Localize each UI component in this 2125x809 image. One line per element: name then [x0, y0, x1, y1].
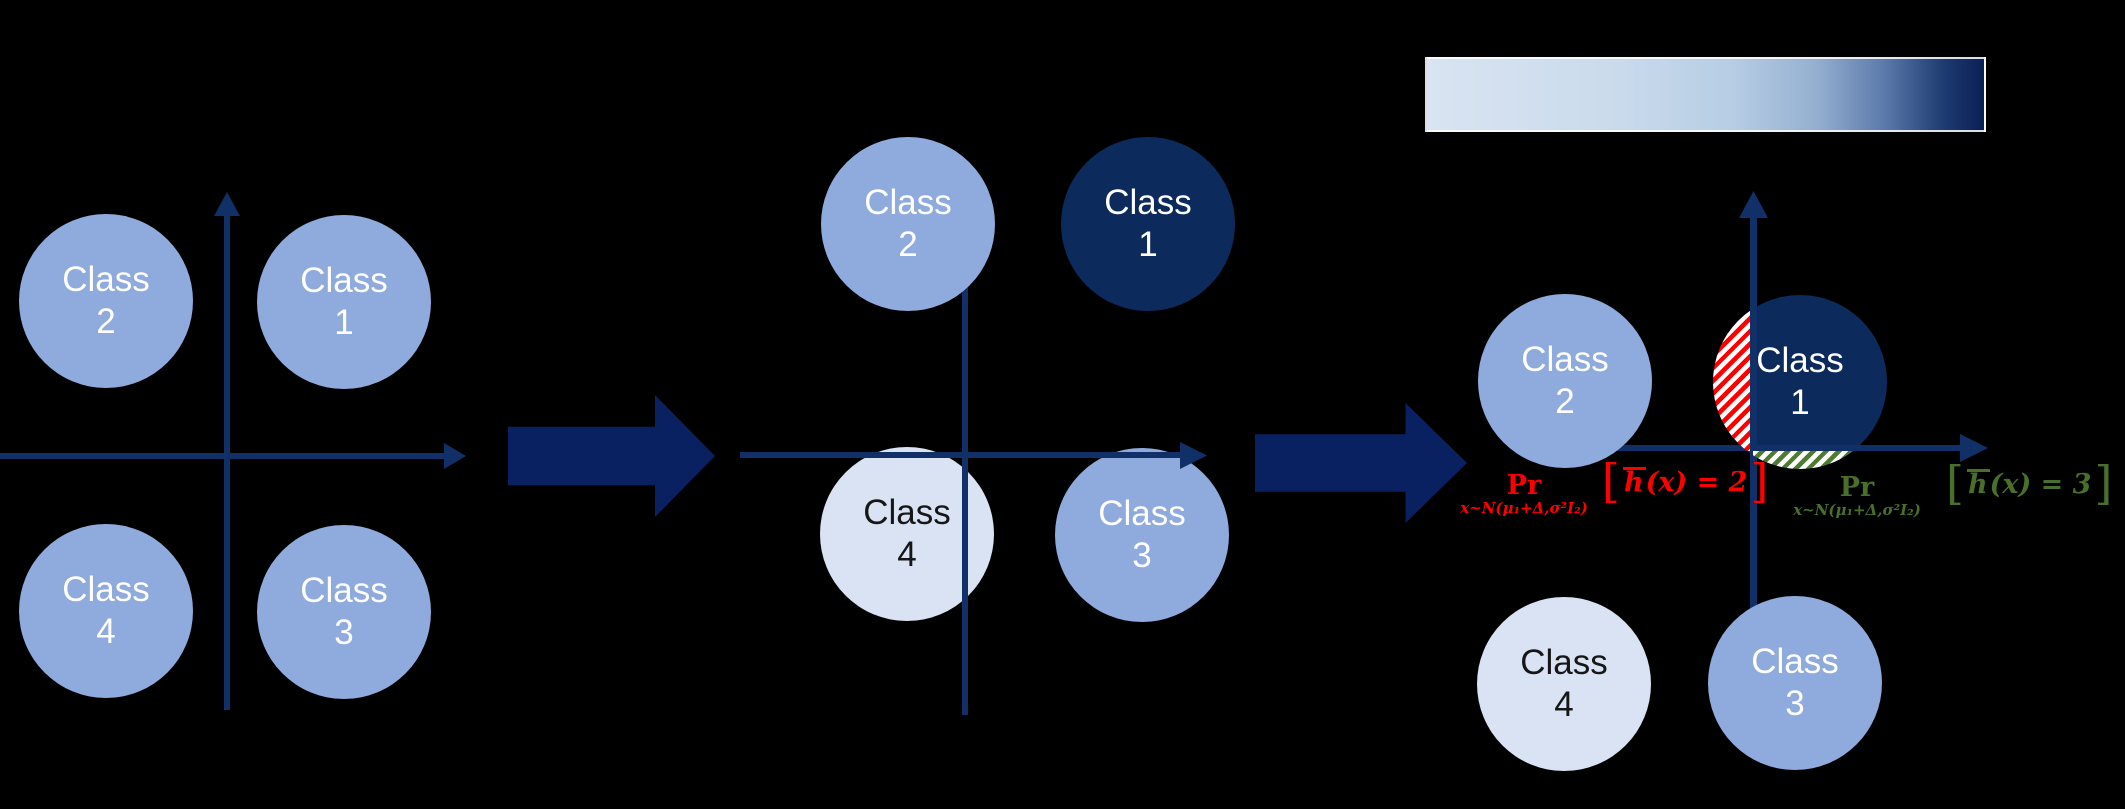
- open-bracket: [: [1946, 456, 1964, 510]
- panel2-class1-circle: Class 1: [1061, 137, 1235, 311]
- panel3-x-axis-arrowhead-icon: [1960, 434, 1988, 462]
- panel3-y-axis: [1750, 216, 1757, 650]
- h-bar: h: [1966, 468, 1990, 500]
- circle-number: 3: [1785, 684, 1805, 723]
- expression: h(x) = 3: [1964, 468, 2095, 500]
- circle-number: 1: [1138, 225, 1158, 264]
- circle-number: 2: [898, 225, 918, 264]
- panel1-x-axis-arrowhead-icon: [444, 443, 466, 469]
- circle-label: Class: [300, 571, 388, 610]
- circle-number: 4: [1554, 685, 1574, 724]
- panel3-x-axis: [1560, 445, 1962, 451]
- panel1-x-axis: [0, 453, 445, 459]
- panel2-class3-circle: Class 3: [1055, 448, 1229, 622]
- pr-operator: Pr: [1839, 472, 1875, 503]
- expression-tail: (x) = 3: [1989, 468, 2092, 500]
- panel3-class3-circle: Class 3: [1708, 596, 1882, 770]
- panel1-class4-circle: Class 4: [19, 524, 193, 698]
- circle-number: 2: [96, 302, 116, 341]
- panel2-y-axis: [962, 280, 968, 715]
- panel1-y-axis-arrowhead-icon: [214, 192, 240, 216]
- panel3-class4-circle: Class 4: [1477, 597, 1651, 771]
- panel1-class2-circle: Class 2: [19, 214, 193, 388]
- h-bar: h: [1622, 466, 1646, 498]
- expression: h(x) = 2: [1620, 466, 1751, 498]
- panel1-y-axis: [224, 215, 230, 710]
- close-bracket: ]: [2094, 456, 2113, 510]
- distribution-subscript: x~N(μ₁+Δ,σ²I₂): [1793, 501, 1921, 519]
- circle-label: Class: [1104, 183, 1192, 222]
- transform-arrow-2-icon: [1255, 403, 1467, 523]
- green-probability-annotation: Pr x~N(μ₁+Δ,σ²I₂): [1764, 472, 1950, 519]
- panel3-error-wedges: [1713, 295, 1887, 469]
- circle-label: Class: [1756, 341, 1844, 380]
- circle-label: Class: [1751, 642, 1839, 681]
- circle-number: 2: [1555, 382, 1575, 421]
- panel3-y-axis-arrowhead-icon: [1739, 191, 1768, 218]
- circle-label: Class: [1520, 643, 1608, 682]
- expression-tail: (x) = 2: [1645, 466, 1748, 498]
- circle-number: 4: [897, 535, 917, 574]
- red-event-expression: [ h(x) = 2 ]: [1602, 454, 1769, 508]
- circle-label: Class: [864, 183, 952, 222]
- transform-arrow-1-icon: [508, 395, 715, 517]
- circle-number: 3: [334, 613, 354, 652]
- circle-label: Class: [863, 493, 951, 532]
- red-probability-annotation: Pr x~N(μ₁+Δ,σ²I₂): [1444, 470, 1604, 517]
- circle-label: Class: [62, 570, 150, 609]
- distribution-subscript: x~N(μ₁+Δ,σ²I₂): [1460, 499, 1588, 517]
- green-hatched-wedge: [1753, 451, 1887, 469]
- red-hatched-wedge: [1713, 295, 1750, 451]
- circle-label: Class: [62, 260, 150, 299]
- open-bracket: [: [1602, 454, 1620, 508]
- green-event-expression: [ h(x) = 3 ]: [1946, 456, 2113, 510]
- circle-number: 1: [334, 303, 354, 342]
- panel1-class3-circle: Class 3: [257, 525, 431, 699]
- probability-gradient-colorbar: [1425, 57, 1986, 132]
- close-bracket: ]: [1750, 454, 1769, 508]
- circle-number: 1: [1790, 383, 1810, 422]
- circle-label: Class: [1521, 340, 1609, 379]
- panel2-x-axis: [740, 452, 1182, 458]
- circle-number: 3: [1132, 536, 1152, 575]
- circle-label: Class: [300, 261, 388, 300]
- circle-label: Class: [1098, 494, 1186, 533]
- panel2-class2-circle: Class 2: [821, 137, 995, 311]
- pr-operator: Pr: [1506, 470, 1542, 501]
- panel3-class2-circle: Class 2: [1478, 294, 1652, 468]
- circle-number: 4: [96, 612, 116, 651]
- panel1-class1-circle: Class 1: [257, 215, 431, 389]
